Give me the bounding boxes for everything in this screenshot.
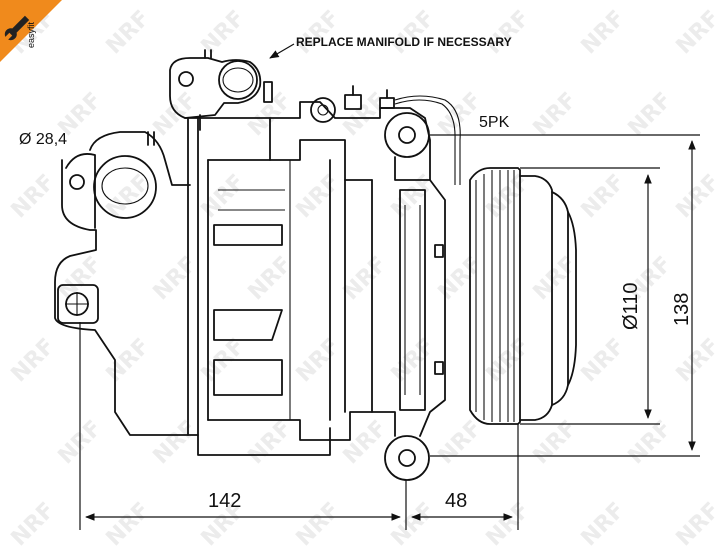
pulley-grooves [475, 170, 515, 422]
watermark-text: NRF [672, 334, 720, 387]
watermark-text: NRF [7, 498, 60, 547]
wrench-icon [4, 15, 30, 41]
watermark-text: NRF [577, 334, 630, 387]
watermark-text: NRF [149, 252, 202, 305]
overall-height-dim: 138 [671, 293, 693, 326]
watermark-text: NRF [102, 170, 155, 223]
watermark-text: NRF [434, 416, 487, 469]
watermark-text: NRF [292, 498, 345, 547]
clutch-length-dim: 48 [445, 490, 467, 512]
watermark-text: NRF [577, 498, 630, 547]
watermark-text: NRF [339, 252, 392, 305]
replace-manifold-text: REPLACE MANIFOLD IF NECESSARY [296, 35, 512, 49]
pulley-diameter-dim: Ø110 [620, 283, 642, 330]
watermark-text: NRF [482, 498, 535, 547]
watermark-text: NRF [292, 170, 345, 223]
watermark-text: NRF [244, 252, 297, 305]
watermark-text: NRF [577, 6, 630, 59]
watermark-text: NRF [339, 416, 392, 469]
watermark-text: NRF [387, 6, 440, 59]
watermark-text: NRF [7, 334, 60, 387]
height-dimensions: Ø110 138 [430, 134, 700, 457]
watermark-text: NRF [624, 88, 677, 141]
watermark-text: NRF [577, 170, 630, 223]
body-length-dim: 142 [208, 490, 241, 512]
watermark-text: NRF [339, 88, 392, 141]
watermark-text: NRF [292, 6, 345, 59]
watermark-text: NRF [529, 88, 582, 141]
watermark-text: NRF [672, 498, 720, 547]
watermark-text: NRF [672, 6, 720, 59]
watermark-grid: NRF NRF NRF NRF NRF NRF NRF NRF NRF NRF NRF NRF NRF N… [7, 6, 720, 547]
watermark-text: NRF [292, 334, 345, 387]
belt-type-label: 5PK [479, 114, 510, 131]
easyfit-logo: easyfit [0, 0, 62, 62]
logo-text: easyfit [26, 21, 36, 48]
watermark-text: NRF [672, 170, 720, 223]
watermark-text: NRF [244, 416, 297, 469]
watermark-text: NRF [7, 170, 60, 223]
manifold-callout: REPLACE MANIFOLD IF NECESSARY [269, 35, 512, 59]
watermark-text: NRF [149, 416, 202, 469]
watermark-text: NRF [482, 6, 535, 59]
watermark-text: NRF [149, 88, 202, 141]
watermark-text: NRF [197, 170, 250, 223]
watermark-text: NRF [102, 334, 155, 387]
watermark-text: NRF [102, 498, 155, 547]
watermark-text: NRF [387, 334, 440, 387]
watermark-text: NRF [387, 498, 440, 547]
watermark-text: NRF [529, 252, 582, 305]
port-diameter-label: Ø 28,4 [19, 131, 67, 148]
compressor-body [54, 49, 577, 481]
length-dimensions: 142 48 [79, 322, 519, 530]
watermark-text: NRF [434, 252, 487, 305]
watermark-text: NRF [102, 6, 155, 59]
